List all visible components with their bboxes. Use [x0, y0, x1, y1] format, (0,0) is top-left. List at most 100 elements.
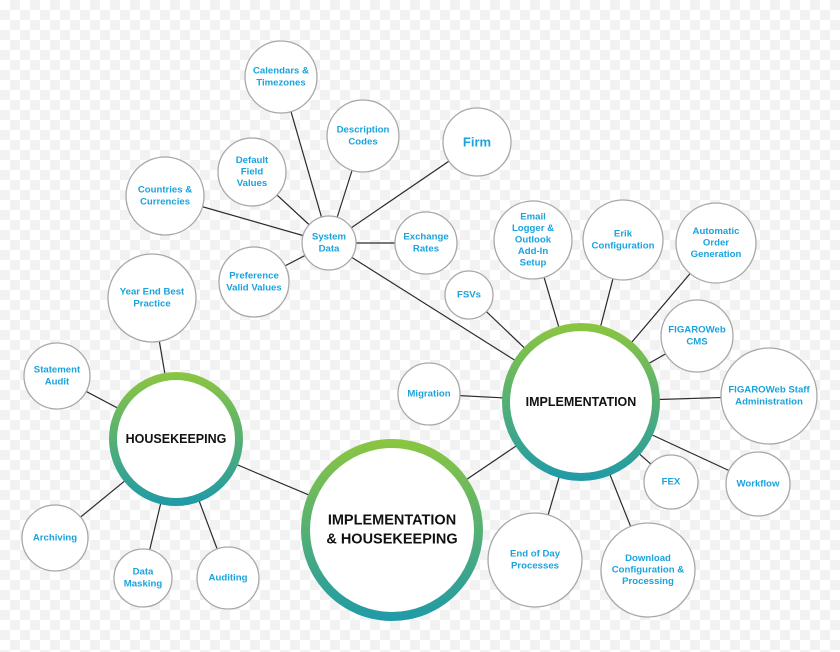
node-download-config-processing-label-line-1: Download [625, 553, 671, 564]
node-figaroweb-staff-admin-circle [720, 347, 818, 445]
node-fex-label-line-1: FEX [662, 477, 681, 488]
node-countries-currencies-label-line-1: Countries & [138, 185, 192, 196]
node-email-logger-label-line-4: Add-In [518, 246, 549, 257]
node-email-logger-label-line-1: Email [520, 211, 546, 222]
node-figaroweb-staff-admin-label-line-2: Administration [735, 396, 803, 407]
node-download-config-processing-label-line-3: Processing [622, 576, 674, 587]
node-auditing[interactable]: Auditing [196, 546, 260, 610]
node-figaroweb-cms-label-line-2: CMS [686, 336, 708, 347]
node-countries-currencies-circle [125, 156, 205, 236]
node-exchange-rates-circle [394, 211, 458, 275]
node-description-codes-label-line-2: Codes [348, 136, 377, 147]
node-data-masking-label-line-2: Masking [124, 578, 163, 589]
node-data-masking-label-line-1: Data [133, 567, 154, 578]
node-countries-currencies-label-line-2: Currencies [140, 196, 190, 207]
node-workflow-label-line-1: Workflow [737, 479, 781, 490]
node-email-logger-label-line-3: Outlook [515, 235, 552, 246]
node-automatic-order-generation-label-line-3: Generation [691, 249, 742, 260]
hub-housekeeping-fill [117, 380, 235, 498]
node-figaroweb-cms-label-line-1: FIGAROWeb [668, 325, 726, 336]
node-migration[interactable]: Migration [397, 362, 461, 426]
node-migration-label-line-1: Migration [407, 389, 450, 400]
node-statement-audit-circle [23, 342, 91, 410]
node-download-config-processing-label-line-2: Configuration & [612, 565, 685, 576]
node-erik-configuration-circle [582, 199, 664, 281]
node-fsvs[interactable]: FSVs [444, 270, 494, 320]
node-description-codes-circle [326, 99, 400, 173]
node-figaroweb-staff-admin-label-line-1: FIGAROWeb Staff [728, 385, 810, 396]
node-email-logger-circle [493, 200, 573, 280]
node-migration-circle [397, 362, 461, 426]
node-fsvs-circle [444, 270, 494, 320]
node-fsvs-label-line-1: FSVs [457, 290, 481, 301]
node-description-codes-label-line-1: Description [337, 125, 390, 136]
node-calendars-timezones-label-line-1: Calendars & [253, 66, 309, 77]
node-system-data-label-line-1: System [312, 232, 346, 243]
node-workflow-circle [725, 451, 791, 517]
node-default-field-values-label-line-1: Default [236, 155, 269, 166]
node-exchange-rates-label-line-1: Exchange [403, 232, 448, 243]
node-archiving-label-line-1: Archiving [33, 533, 77, 544]
node-auditing-label-line-1: Auditing [209, 573, 248, 584]
node-system-data-label-line-2: Data [319, 243, 340, 254]
hub-implementation-fill [510, 331, 652, 473]
hub-implementation[interactable]: IMPLEMENTATION [502, 323, 660, 481]
node-year-end-best-practice-circle [107, 253, 197, 343]
node-download-config-processing-circle [600, 522, 696, 618]
node-end-of-day-processes-circle [487, 512, 583, 608]
hub-implementation-housekeeping[interactable]: IMPLEMENTATION & HOUSEKEEPING [301, 439, 483, 621]
hub-implementation-housekeeping-label-line-2: & HOUSEKEEPING [326, 532, 457, 548]
node-end-of-day-processes-label-line-2: Processes [511, 560, 559, 571]
node-fex-circle [643, 454, 699, 510]
node-default-field-values-label-line-2: Field [241, 167, 264, 178]
node-default-field-values-circle [217, 137, 287, 207]
node-archiving-circle [21, 504, 89, 572]
node-email-logger-label-line-5: Setup [520, 258, 547, 269]
node-fex[interactable]: FEX [643, 454, 699, 510]
hub-implementation-housekeeping-label-line-1: IMPLEMENTATION [328, 513, 456, 529]
node-automatic-order-generation-label-line-1: Automatic [693, 226, 741, 237]
node-automatic-order-generation-circle [675, 202, 757, 284]
node-firm-label-line-1: Firm [463, 135, 491, 150]
node-firm-circle [442, 107, 512, 177]
node-automatic-order-generation-label-line-2: Order [703, 238, 729, 249]
node-preference-valid-values-label-line-1: Preference [229, 271, 279, 282]
node-workflow[interactable]: Workflow [725, 451, 791, 517]
node-calendars-timezones[interactable]: Calendars &Timezones [244, 40, 318, 114]
hub-housekeeping[interactable]: HOUSEKEEPING [109, 372, 243, 506]
hub-housekeeping-label-line-1: HOUSEKEEPING [126, 432, 227, 446]
node-archiving[interactable]: Archiving [21, 504, 89, 572]
node-countries-currencies[interactable]: Countries &Currencies [125, 156, 205, 236]
node-default-field-values-label-line-3: Values [237, 178, 267, 189]
node-system-data-circle [301, 215, 357, 271]
node-calendars-timezones-circle [244, 40, 318, 114]
node-data-masking-circle [113, 548, 173, 608]
node-preference-valid-values-circle [218, 246, 290, 318]
node-firm[interactable]: Firm [442, 107, 512, 177]
node-erik-configuration-label-line-2: Configuration [592, 240, 655, 251]
node-year-end-best-practice-label-line-2: Practice [133, 298, 170, 309]
node-statement-audit-label-line-2: Audit [45, 376, 70, 387]
node-figaroweb-cms-circle [660, 299, 734, 373]
hub-implementation-housekeeping-fill [310, 448, 474, 612]
hub-implementation-label-line-1: IMPLEMENTATION [526, 395, 637, 409]
node-email-logger-label-line-2: Logger & [512, 223, 554, 234]
node-exchange-rates-label-line-2: Rates [413, 243, 439, 254]
